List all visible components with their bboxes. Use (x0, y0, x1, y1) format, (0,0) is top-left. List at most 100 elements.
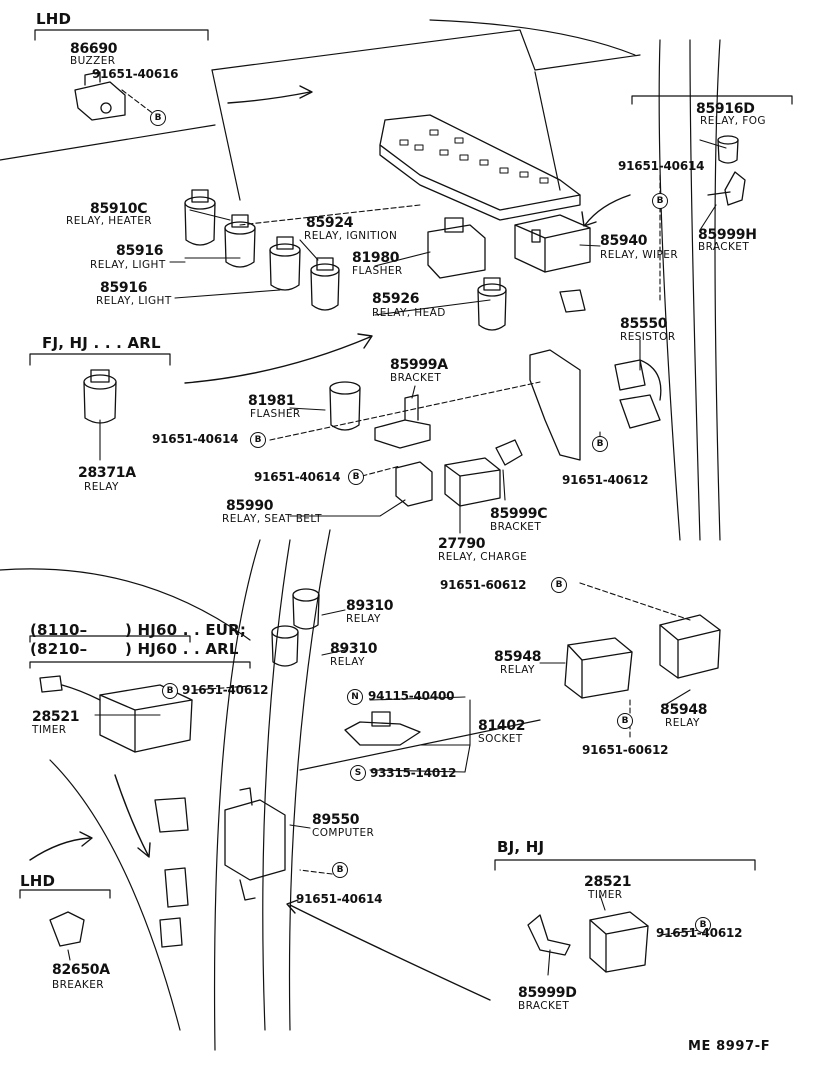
relay-charge (444, 457, 501, 507)
group-bj-hj: BJ, HJ (497, 838, 545, 856)
group-lhd-top: LHD (36, 10, 72, 28)
relay-block-panel (379, 114, 581, 221)
bracket-85999d (527, 914, 571, 956)
ref-number: 91651-60612 (582, 743, 669, 757)
part-number: 85550 (620, 316, 668, 332)
ref-badge: B (250, 432, 266, 448)
part-name: BRACKET (698, 241, 750, 253)
ref-number: 91651-40612 (562, 473, 649, 487)
ref-badge: B (551, 577, 567, 593)
breaker (49, 911, 85, 947)
ref-badge: B (592, 436, 608, 452)
part-number: 85916 (100, 280, 148, 296)
part-number: 85948 (494, 649, 542, 665)
part-number: 85999C (490, 506, 548, 522)
arrows (29, 85, 631, 1001)
ref-number: 91651-40612 (656, 926, 743, 940)
part-name: RELAY, HEAD (372, 307, 446, 319)
bracket-small (559, 289, 586, 313)
part-name: RESISTOR (620, 331, 676, 343)
part-number: 89310 (346, 598, 394, 614)
group-hj60-1-model: (8110– (30, 621, 88, 639)
group-hj60-1-desc: ) HJ60 . . EUR; (125, 621, 247, 639)
ref-number: 91651-40616 (92, 67, 179, 81)
drawing-code: ME 8997-F (688, 1039, 771, 1054)
part-name: RELAY, CHARGE (438, 551, 528, 563)
ref-badge: B (695, 917, 711, 933)
relay-light-2 (269, 236, 301, 291)
part-name: FLASHER (250, 408, 301, 420)
part-number: 85926 (372, 291, 420, 307)
part-name: RELAY, LIGHT (90, 259, 166, 271)
relay-seat-belt (395, 461, 433, 507)
relay-89310-b (271, 625, 299, 667)
timer-28521-b (589, 911, 649, 973)
part-name: BRACKET (390, 372, 442, 384)
part-name: RELAY (84, 481, 119, 493)
part-number: 85948 (660, 702, 708, 718)
part-number: 81981 (248, 393, 296, 409)
relay-89310-a (292, 588, 320, 630)
part-number: 81402 (478, 718, 526, 734)
part-number: 86690 (70, 41, 118, 57)
part-number: 28521 (32, 709, 80, 725)
bracket-85999h (707, 171, 746, 206)
part-number: 85924 (306, 215, 354, 231)
buzzer-86690 (74, 71, 126, 121)
ref-number: 93315-14012 (370, 766, 457, 780)
part-number: 28371A (78, 465, 136, 481)
ref-number: 91651-40612 (182, 683, 269, 697)
part-number: 85999A (390, 357, 448, 373)
group-hj60-2-desc: ) HJ60 . . ARL (125, 640, 239, 658)
part-name: RELAY, IGNITION (304, 230, 398, 242)
part-number: 85910C (90, 201, 148, 217)
group-fj-hj: FJ, HJ . . . ARL (42, 334, 161, 352)
part-name: RELAY (665, 717, 700, 729)
ref-number: 91651-40614 (254, 470, 341, 484)
part-name: FLASHER (352, 265, 403, 277)
part-number: 85916 (116, 243, 164, 259)
ref-number: 91651-40614 (296, 892, 383, 906)
part-number: 89550 (312, 812, 360, 828)
part-number: 85990 (226, 498, 274, 514)
group-lhd-bottom: LHD (20, 872, 56, 890)
relay-85948-b (659, 614, 721, 679)
relay-heater (184, 189, 216, 246)
relay-wiper (514, 214, 591, 273)
computer-89550 (224, 787, 286, 901)
relay-fog (717, 135, 739, 164)
part-name: SOCKET (478, 733, 523, 745)
part-number: 85916D (696, 101, 755, 117)
part-name: RELAY, HEATER (66, 215, 152, 227)
part-name: RELAY (500, 664, 535, 676)
part-name: RELAY, WIPER (600, 249, 679, 261)
ref-badge: B (332, 862, 348, 878)
part-number: 85999D (518, 985, 577, 1001)
relay-28371a (83, 369, 117, 424)
part-number: 28521 (584, 874, 632, 890)
brackets-lower (154, 797, 189, 948)
ref-badge: B (162, 683, 178, 699)
part-name: RELAY, SEAT BELT (222, 513, 322, 525)
resistor (614, 359, 662, 429)
ref-number: 91651-40614 (618, 159, 705, 173)
ref-badge: B (150, 110, 166, 126)
ref-number: 91651-60612 (440, 578, 527, 592)
group-hj60-2-model: (8210– (30, 640, 88, 658)
ref-number: 94115-40400 (368, 689, 455, 703)
part-name: RELAY, LIGHT (96, 295, 172, 307)
ref-number: 91651-40614 (152, 432, 239, 446)
relay-light-1 (224, 214, 256, 268)
bracket-85999a (374, 394, 431, 449)
mount-bracket (529, 349, 581, 461)
part-name: RELAY (346, 613, 381, 625)
timer-28521-a (39, 675, 193, 753)
part-name: TIMER (588, 889, 623, 901)
ref-badge: S (350, 765, 366, 781)
relay-ignition (310, 257, 340, 311)
relay-head (477, 277, 507, 331)
part-number: 81980 (352, 250, 400, 266)
part-name: TIMER (32, 724, 67, 736)
ref-badge: B (348, 469, 364, 485)
relay-85948-a (564, 637, 633, 699)
